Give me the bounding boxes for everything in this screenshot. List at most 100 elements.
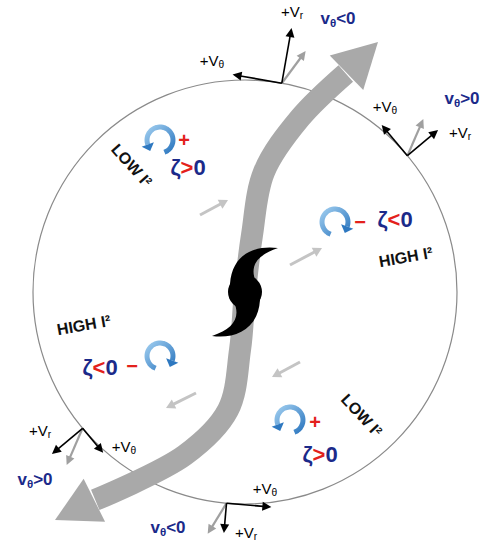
text-glyph: + [112,438,121,455]
flow-arrow-head [166,400,176,409]
text-glyph: V [38,422,48,439]
outflow-head [330,42,378,90]
velocity-arrows [52,28,438,534]
text-glyph: 0 [43,470,52,489]
text-glyph: + [200,52,209,69]
text-glyph: ζ [170,155,180,180]
text-glyph: H [84,315,98,334]
text-glyph: θ [160,526,166,538]
radial-arrow-head [286,28,295,38]
text-glyph: ζ [302,442,312,467]
text-glyph: θ [272,487,278,498]
outflow-head [55,479,105,522]
sector-shape [169,292,408,504]
text-glyph: θ [219,59,225,70]
text-glyph: + [281,3,290,20]
text-glyph: r [48,429,51,440]
text-glyph: + [178,129,190,151]
text-glyph: v [150,518,159,537]
text-glyph: < [388,207,401,232]
sign-label: + [309,412,321,433]
text-glyph: θ [27,478,33,490]
tangential-arrow [387,131,408,156]
sector-shape [82,80,321,292]
velocity-sign-label: vθ>0 [17,471,52,490]
vorticity-label: ζ>0 [302,443,337,466]
sector-region: LOW I²ζ>0 [169,292,408,504]
text-glyph: + [373,98,382,115]
text-glyph: H [406,247,420,266]
sector-fill [83,80,321,292]
sign-label: + [178,130,190,151]
text-glyph: + [235,524,244,541]
flow-arrow [290,252,315,265]
curl-arrow-head [142,142,154,151]
velocity-sign-label: vθ>0 [444,90,479,109]
component-label: +Vθ [373,99,397,117]
sector-fill [34,292,245,457]
hurricane-arm [230,247,278,284]
text-glyph: V [121,438,131,455]
wind-arrow-head [297,51,306,61]
flow-arrow-head [272,368,282,377]
text-glyph: < [166,518,176,537]
outflow-arrow [55,42,378,522]
text-glyph: 0 [346,9,355,28]
text-glyph: V [458,124,468,141]
text-glyph: V [209,52,219,69]
curl-arrow-head [341,224,353,233]
radial-arrow-head [52,445,62,454]
component-label: +Vr [29,423,51,441]
text-glyph: v [17,470,26,489]
wind-arrow-head [208,524,217,534]
tangential-arrow-head [382,125,391,135]
text-glyph: θ [330,17,336,29]
curl-arrow-head [272,422,284,431]
outflow-shaft [95,73,346,499]
flow-arrow [173,393,196,404]
component-label: +Vr [281,4,303,22]
text-glyph: ζ [377,207,387,232]
sector-shape [33,292,245,457]
text-glyph: 0 [325,442,337,467]
text-glyph: + [253,480,262,497]
tangential-arrow [83,428,98,446]
radial-arrow [282,36,290,83]
text-glyph: 0 [193,155,205,180]
text-glyph: + [309,411,321,433]
vorticity-label: ζ<0 [82,356,117,379]
sector-label: HIGH I² [378,245,434,271]
text-glyph: v [320,9,329,28]
wind-arrow [212,503,227,527]
component-label: +Vθ [253,481,277,499]
sector-region: HIGH I² ζ<0 [245,127,457,292]
vorticity-label: ζ<0 [377,208,412,231]
radial-arrow-head [220,524,229,533]
text-glyph: r [300,10,303,21]
sector-region: LOW I²ζ>0 [82,80,321,292]
text-glyph: > [460,89,470,108]
velocity-sign-label: vθ<0 [320,10,355,29]
text-glyph: 0 [400,207,412,232]
text-glyph: r [254,531,257,542]
flow-arrow [200,204,221,215]
text-glyph: V [262,480,272,497]
text-glyph: ζ [82,355,92,380]
curl-arrow-head [166,358,178,367]
sector-fill [169,292,407,504]
vorticity-arrows [142,127,354,432]
text-glyph: > [181,155,194,180]
text-glyph: θ [392,105,398,116]
text-glyph: 0 [176,518,185,537]
storm-circle [33,80,457,504]
wind-arrow-head [416,119,424,129]
sector-region: HIGH I² ζ<0 [33,292,245,457]
text-glyph: − [354,211,366,233]
radial-arrow [58,428,83,449]
text-glyph: v [444,89,453,108]
flow-arrow [279,362,300,373]
sector-label: HIGH I² [56,313,112,339]
component-label: +Vθ [112,439,136,457]
text-glyph: + [29,422,38,439]
